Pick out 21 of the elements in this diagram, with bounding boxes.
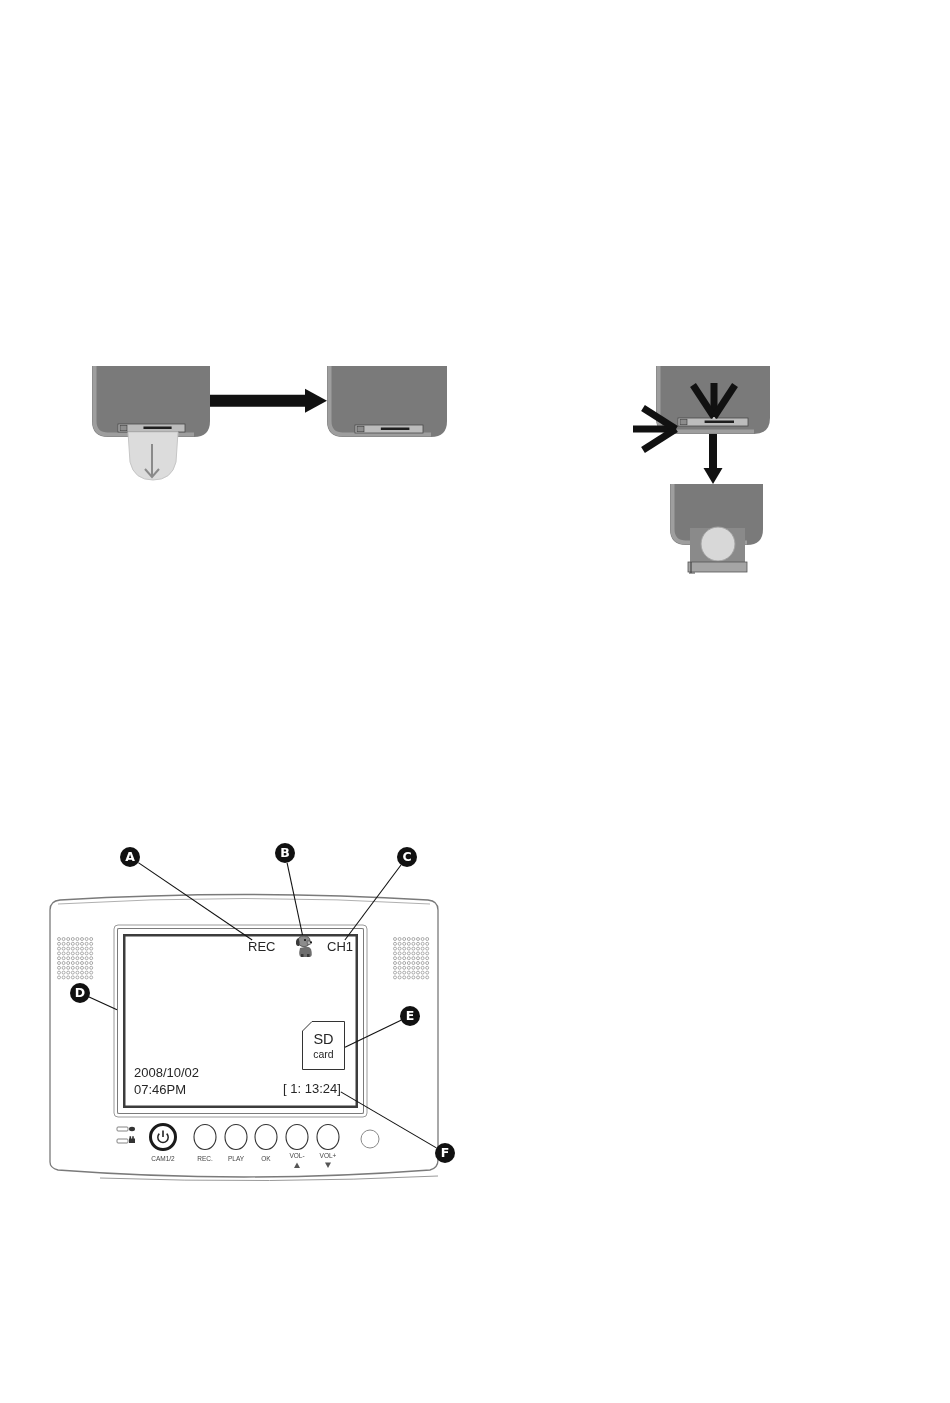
arrow <box>703 434 723 484</box>
timer-text: [ 1: 13:24] <box>283 1082 341 1095</box>
callout-letter: F <box>435 1143 455 1163</box>
callout-letter: C <box>397 847 417 867</box>
channel-text: CH1 <box>327 940 353 953</box>
callout-letter: B <box>275 843 295 863</box>
date-text: 2008/10/02 <box>134 1066 200 1079</box>
arrow <box>210 388 327 413</box>
leader-line <box>344 864 402 941</box>
memory-card-symbol <box>302 1021 345 1070</box>
device-drawing <box>327 366 447 437</box>
time-text: 07:46PM <box>134 1083 187 1096</box>
card-label: SD <box>313 1031 334 1046</box>
device-drawing <box>670 484 763 575</box>
dog-icon <box>295 935 313 958</box>
card-label: card <box>313 1049 334 1060</box>
leader-line <box>88 996 118 1011</box>
callout-letter: A <box>120 847 140 867</box>
status-text: REC <box>248 940 276 953</box>
leader-line <box>137 862 253 941</box>
device-drawing <box>92 366 210 482</box>
